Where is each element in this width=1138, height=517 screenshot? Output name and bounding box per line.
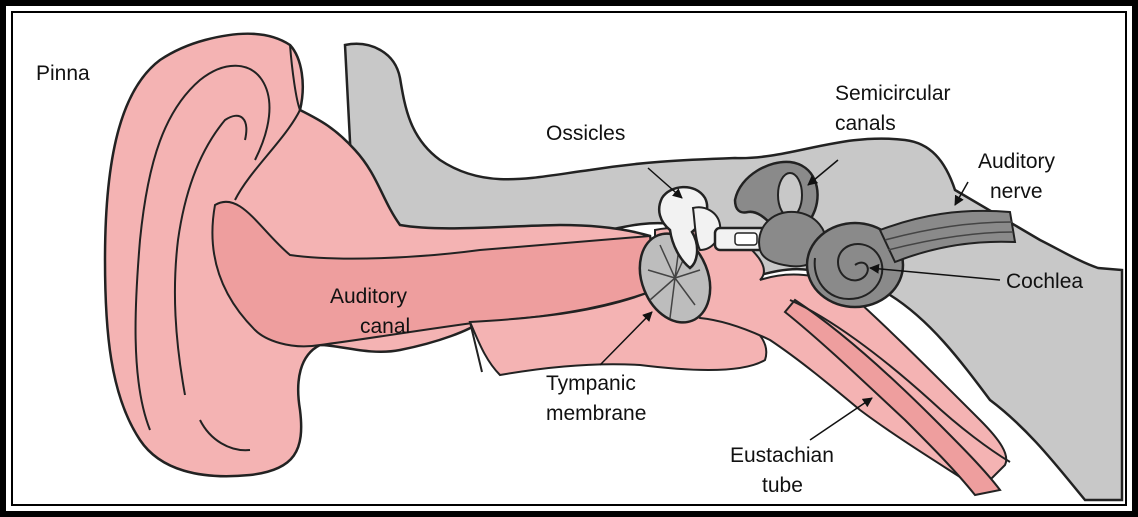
label-auditory-canal-line2: canal xyxy=(360,315,410,338)
eustachian-pointer xyxy=(810,398,872,440)
label-eustachian-line2: tube xyxy=(762,474,803,497)
label-auditory-nerve-line1: Auditory xyxy=(978,150,1056,173)
label-eustachian-line1: Eustachian xyxy=(730,444,834,467)
label-tympanic-line2: membrane xyxy=(546,402,646,425)
label-tympanic-line1: Tympanic xyxy=(546,372,636,395)
label-semicircular-line2: canals xyxy=(835,112,896,135)
label-ossicles: Ossicles xyxy=(546,122,625,145)
label-pinna: Pinna xyxy=(36,62,90,85)
label-auditory-canal-line1: Auditory xyxy=(330,285,408,308)
label-semicircular-line1: Semicircular xyxy=(835,82,951,105)
label-auditory-nerve-line2: nerve xyxy=(990,180,1043,203)
label-cochlea: Cochlea xyxy=(1006,270,1083,293)
